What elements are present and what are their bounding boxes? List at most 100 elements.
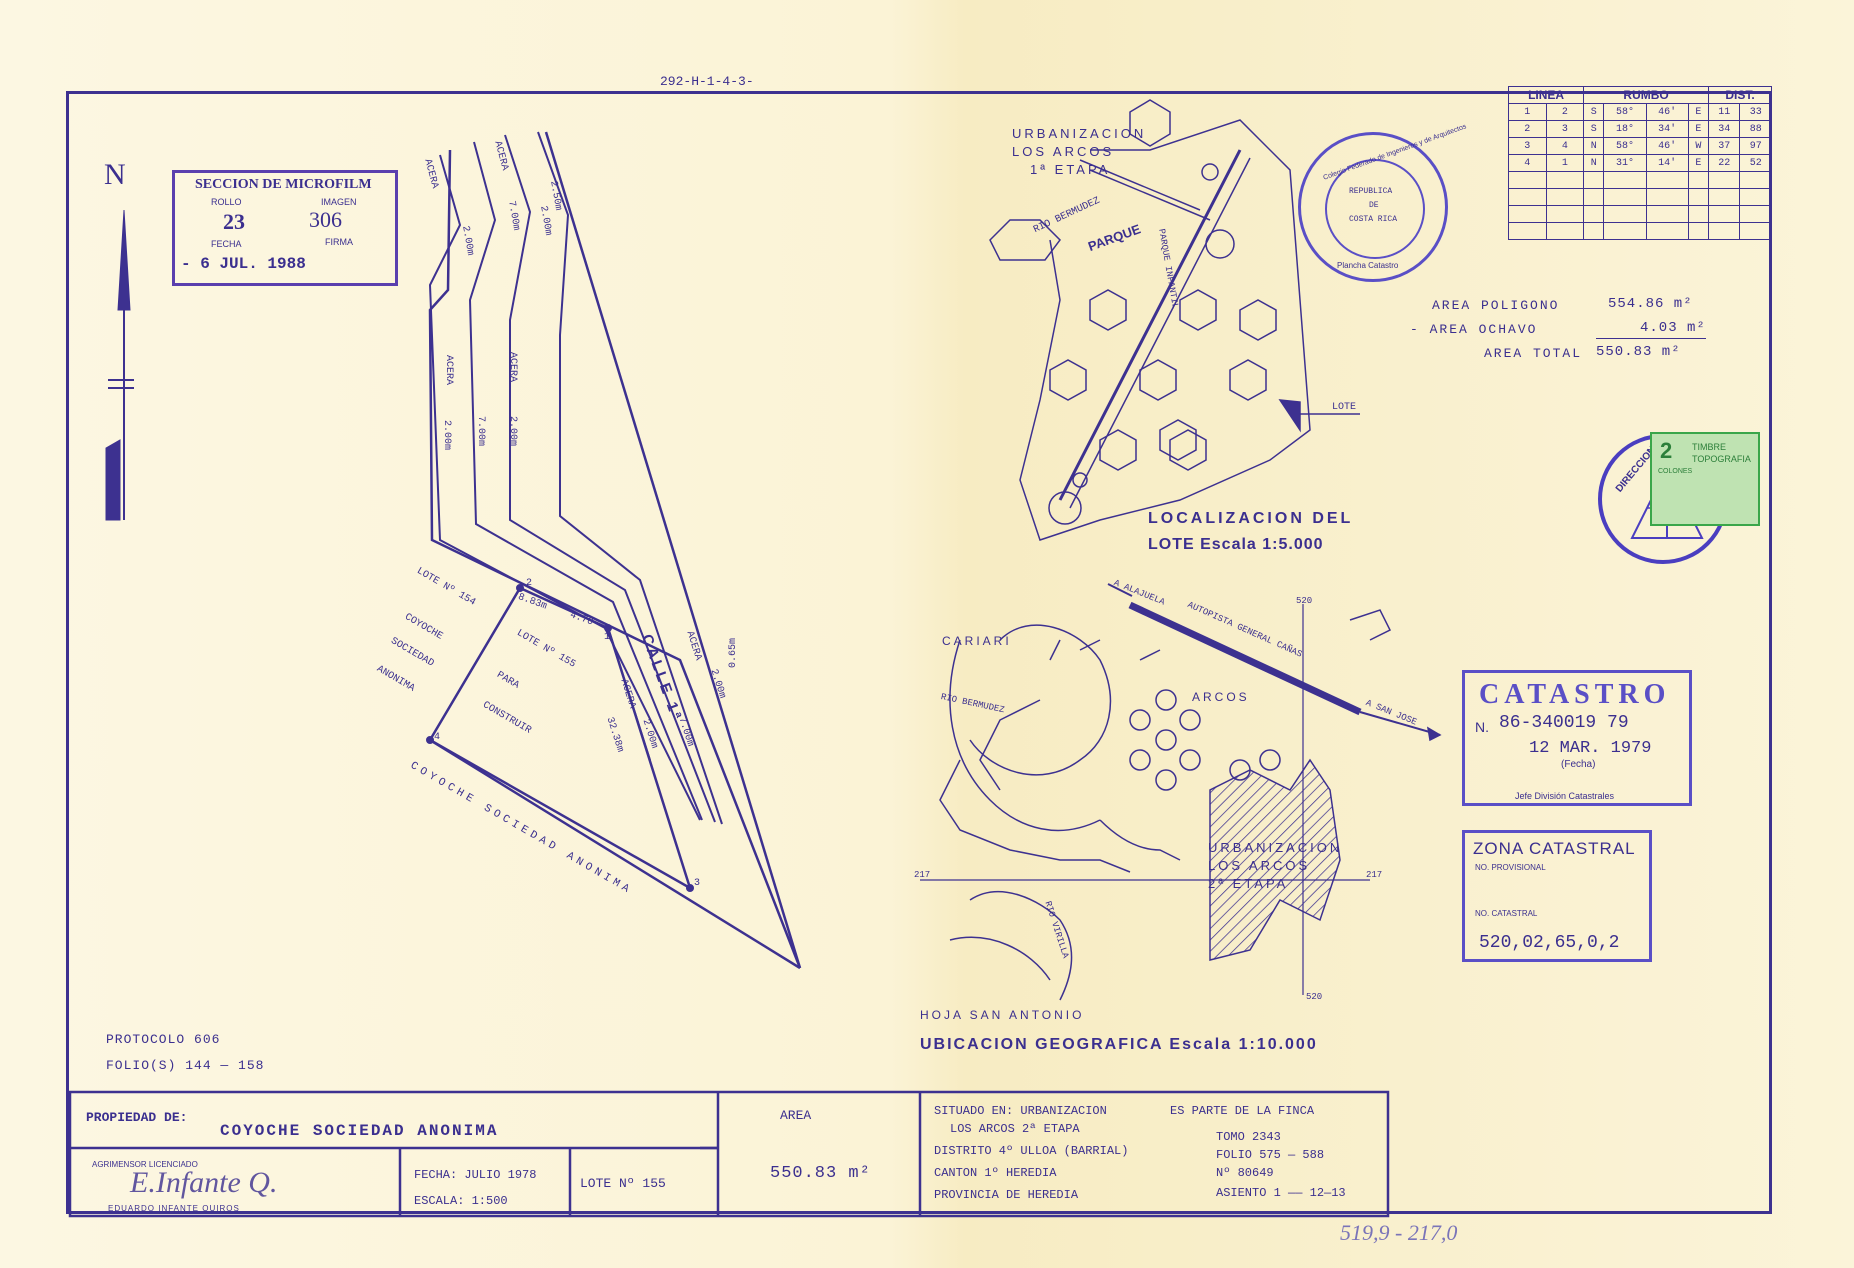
bearing-empty-cell <box>1508 171 1547 189</box>
area-value: 550.83 m² <box>770 1164 871 1183</box>
urb2-line-c: 2ª ETAPA <box>1208 876 1289 891</box>
area-total-label: AREA TOTAL <box>1484 346 1583 361</box>
distrito-text: DISTRITO 4º ULLOA (BARRIAL) <box>934 1144 1129 1158</box>
zona-title: ZONA CATASTRAL <box>1473 839 1636 858</box>
timbre-text-a: TIMBRE <box>1692 442 1727 452</box>
tomo-text: TOMO 2343 <box>1216 1130 1281 1144</box>
bearing-cell: S <box>1583 120 1605 138</box>
imagen-value: 306 <box>309 207 342 232</box>
bearing-empty-cell <box>1739 222 1772 240</box>
bearing-empty-row <box>1508 188 1772 206</box>
cariari-label: CARIARI <box>942 634 1012 648</box>
catastro-stamp: CATASTRO N. 86-340019 79 12 MAR. 1979 (F… <box>1462 670 1692 806</box>
bearing-empty-cell <box>1583 188 1605 206</box>
bearing-cell: 3 <box>1545 120 1585 138</box>
bearing-cell: 2 <box>1545 103 1585 121</box>
acera-label-4: ACERA <box>507 352 518 383</box>
bearing-cell: 4 <box>1508 154 1547 172</box>
bearing-empty-cell <box>1739 205 1772 223</box>
dim-700-2: 7.00m <box>475 416 486 447</box>
folios-label: FOLIO(S) 144 — 158 <box>106 1058 265 1073</box>
situado-line-b: LOS ARCOS 2ª ETAPA <box>950 1122 1080 1136</box>
area-total-value: 550.83 m² <box>1596 344 1681 360</box>
urb2-line-b: LOS ARCOS <box>1208 858 1311 873</box>
timbre-colones: COLONES <box>1658 468 1693 475</box>
urb1-line-a: URBANIZACION <box>1012 126 1147 141</box>
seal-inner-c: COSTA RICA <box>1349 215 1398 224</box>
microfilm-title: SECCION DE MICROFILM <box>195 177 372 192</box>
bearing-empty-cell <box>1687 171 1709 189</box>
seal-inner-b: DE <box>1369 201 1379 210</box>
fecha-text: FECHA: JULIO 1978 <box>414 1168 537 1182</box>
canton-text: CANTON 1º HEREDIA <box>934 1166 1057 1180</box>
geo-title: UBICACION GEOGRAFICA Escala 1:10.000 <box>920 1036 1318 1053</box>
bearing-empty-cell <box>1687 205 1709 223</box>
timbre-text-b: TOPOGRAFIA <box>1692 454 1751 464</box>
bearing-cell: E <box>1687 154 1709 172</box>
zona-cat-label: NO. CATASTRAL <box>1475 909 1538 918</box>
bearing-empty-cell <box>1545 171 1585 189</box>
bearing-cell: N <box>1583 137 1605 155</box>
urb1-line-b: LOS ARCOS <box>1012 144 1115 159</box>
vertex-4: 4 <box>434 732 441 743</box>
geographic-map-drawing <box>920 583 1442 1001</box>
bearing-cell: 31° <box>1603 154 1647 172</box>
title-block-lines <box>68 1090 1390 1218</box>
bearing-empty-cell <box>1687 222 1709 240</box>
situado-line-a: SITUADO EN: URBANIZACION <box>934 1104 1107 1118</box>
bearing-cell: 58° <box>1603 137 1647 155</box>
vertex-1: 1 <box>604 632 611 643</box>
grid-520-bottom: 520 <box>1306 992 1323 1002</box>
bearing-cell: 3 <box>1508 137 1547 155</box>
bearing-empty-cell <box>1583 222 1605 240</box>
bearing-cell: 46' <box>1645 103 1689 121</box>
grid-217-right: 217 <box>1366 870 1383 880</box>
bearing-empty-cell <box>1707 205 1741 223</box>
area-ochavo-value: 4.03 m² <box>1640 320 1706 336</box>
bearing-empty-cell <box>1583 205 1605 223</box>
col-dist: DIST. <box>1707 86 1773 104</box>
bearing-empty-cell <box>1603 188 1647 206</box>
bearing-empty-cell <box>1739 188 1772 206</box>
grid-217-left: 217 <box>914 870 931 880</box>
agrimensor-name: EDUARDO INFANTE QUIROS <box>108 1204 240 1213</box>
bearing-cell: 33 <box>1739 103 1772 121</box>
bearing-empty-cell <box>1645 171 1689 189</box>
bearing-cell: 11 <box>1707 103 1741 121</box>
seal-inner-ring <box>1325 159 1425 259</box>
bearing-empty-cell <box>1707 171 1741 189</box>
area-sum-rule <box>1596 338 1706 339</box>
provincia-text: PROVINCIA DE HEREDIA <box>934 1188 1079 1202</box>
imagen-label: IMAGEN <box>321 197 357 207</box>
seal-inner-a: REPUBLICA <box>1349 187 1393 196</box>
fecha-label: FECHA <box>211 239 242 249</box>
urb1-line-c: 1ª ETAPA <box>1030 162 1111 177</box>
bearing-empty-cell <box>1707 222 1741 240</box>
bearing-empty-row <box>1508 205 1772 223</box>
bearing-cell: 22 <box>1707 154 1741 172</box>
bearing-empty-cell <box>1508 188 1547 206</box>
bearing-cell: 34' <box>1645 120 1689 138</box>
dim-200-4: 2.00m <box>507 416 518 447</box>
propiedad-label: PROPIEDAD DE: <box>86 1110 188 1125</box>
bearing-empty-cell <box>1645 222 1689 240</box>
bearing-empty-row <box>1508 171 1772 189</box>
bearing-cell: E <box>1687 103 1709 121</box>
bearing-cell: 18° <box>1603 120 1647 138</box>
bearing-cell: 46' <box>1645 137 1689 155</box>
lot-plan-drawing <box>426 131 802 970</box>
bearing-empty-cell <box>1603 222 1647 240</box>
rollo-label: ROLLO <box>211 197 242 207</box>
professional-seal: Colegio Federado de Ingenieros y de Arqu… <box>1298 123 1467 282</box>
margin-handwritten-note: 519,9 - 217,0 <box>1340 1220 1458 1245</box>
bearing-cell: 52 <box>1739 154 1772 172</box>
area-label: AREA <box>780 1108 812 1123</box>
folio-text: FOLIO 575 — 588 <box>1216 1148 1325 1162</box>
col-linea: LINEA <box>1507 86 1585 104</box>
lote-number: LOTE Nº 155 <box>580 1176 666 1191</box>
bearing-empty-row <box>1508 222 1772 240</box>
